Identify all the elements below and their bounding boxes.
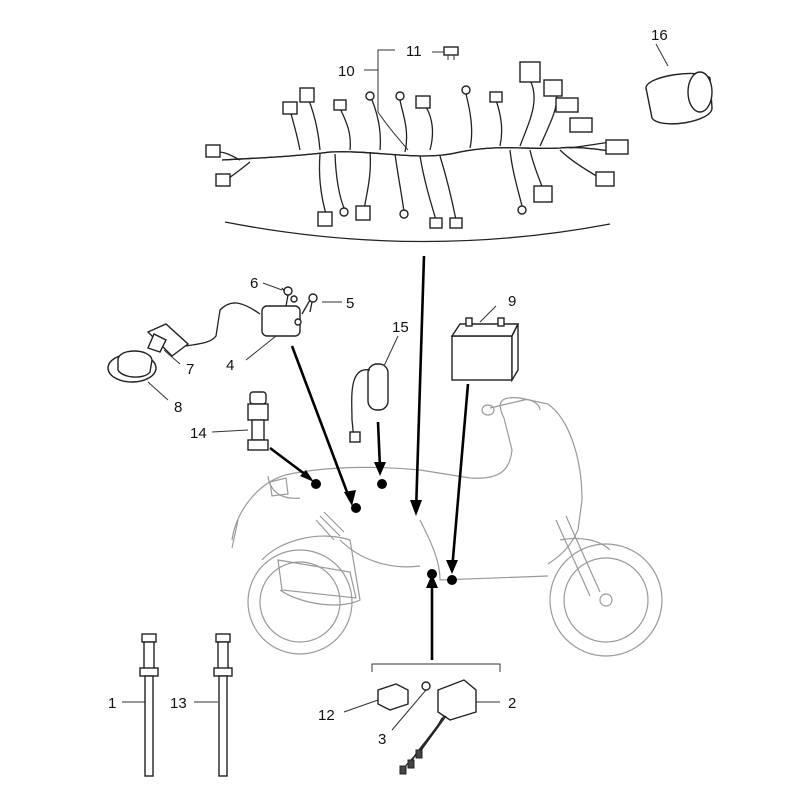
leader-lines: [122, 43, 669, 731]
callout-11: 11: [406, 43, 422, 60]
callout-9: 9: [508, 293, 516, 310]
callout-2: 2: [508, 695, 516, 712]
callout-4: 4: [226, 357, 234, 374]
callout-10: 10: [338, 63, 355, 80]
callout-7: 7: [186, 361, 194, 378]
scooter-outline: [231, 397, 663, 657]
cable-tie-1: [139, 633, 159, 777]
callout-1: 1: [108, 695, 116, 712]
battery: [450, 317, 520, 383]
callout-6: 6: [250, 275, 258, 292]
cable-tie-13: [213, 633, 233, 777]
wire-harness: [205, 61, 629, 229]
section-arc: [224, 221, 611, 243]
harness-bracket: [377, 49, 409, 151]
callout-3: 3: [378, 731, 386, 748]
bolt-6: [283, 286, 293, 307]
callout-15: 15: [392, 319, 409, 336]
switch-part-14: [247, 391, 269, 451]
clip-3: [421, 681, 431, 691]
assembly-arrows: [269, 255, 470, 660]
callout-5: 5: [346, 295, 354, 312]
screw-5: [308, 293, 318, 313]
cylinder-part: [645, 71, 713, 125]
fuse: [443, 46, 459, 60]
callout-8: 8: [174, 399, 182, 416]
callout-16: 16: [651, 27, 668, 44]
callout-12: 12: [318, 707, 335, 724]
relay-12: [377, 683, 409, 711]
sensor-part-15: [349, 363, 389, 443]
bottom-bracket: [371, 663, 501, 672]
cdi-unit-2: [399, 679, 477, 775]
callout-numbers: 16 11 10 6 5 4 7 8 9 15 14 1 13 12 3 2: [108, 27, 668, 748]
callout-13: 13: [170, 695, 187, 712]
ignition-coil-assembly: [107, 287, 311, 383]
callout-14: 14: [190, 425, 207, 442]
